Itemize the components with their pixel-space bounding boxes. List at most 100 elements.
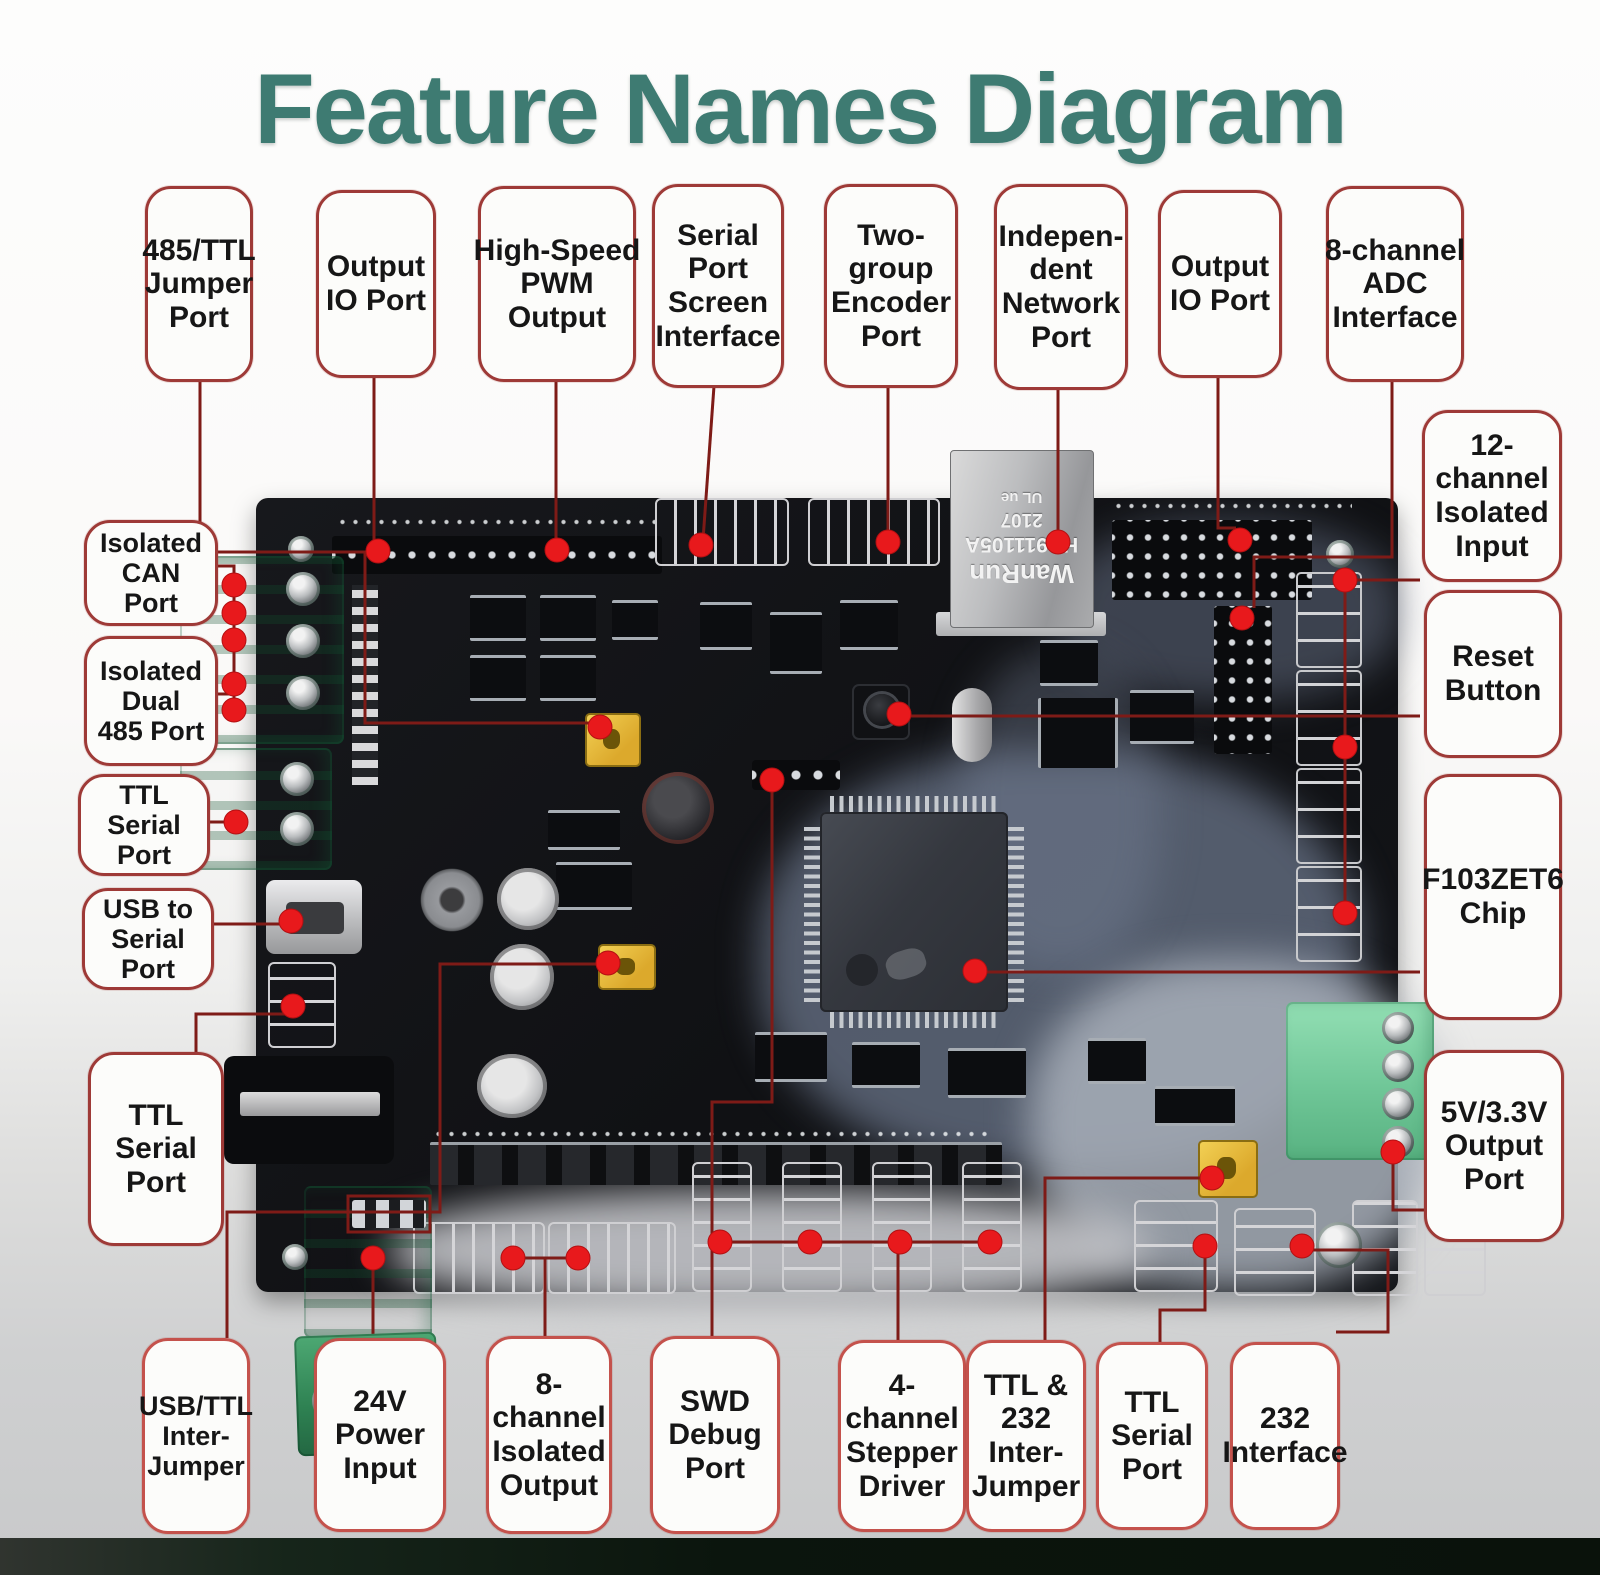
interface-chip [852, 1042, 920, 1088]
label-text: USB/TTL Inter- Jumper [139, 1390, 253, 1482]
isolated-input-connector-3 [1296, 768, 1362, 864]
terminal-screw [286, 676, 320, 710]
232-jst-1 [1352, 1200, 1418, 1296]
label-isolated-dual-485-port: Isolated Dual 485 Port [84, 636, 218, 766]
terminal-screw [1382, 1088, 1414, 1120]
terminal-screw [1382, 1050, 1414, 1082]
label-ttl-serial-port-upper: TTL Serial Port [78, 774, 210, 876]
label-ttl-serial-port-bottom: TTL Serial Port [1096, 1342, 1208, 1530]
stepper-jst-2 [782, 1162, 842, 1292]
label-text: TTL & 232 Inter- Jumper [971, 1368, 1081, 1503]
label-text: Isolated CAN Port [99, 527, 203, 619]
label-485-ttl-jumper-port: 485/TTL Jumper Port [142, 186, 256, 382]
label-reset-button: Reset Button [1424, 590, 1562, 758]
label-text: SWD Debug Port [668, 1384, 762, 1485]
terminal-screw [286, 572, 320, 606]
silkscreen-row [336, 516, 658, 529]
label-usb-to-serial-port: USB to Serial Port [82, 888, 214, 990]
interface-chip [755, 1032, 827, 1082]
mounting-screw [1326, 540, 1354, 568]
label-text: Output IO Port [1169, 250, 1270, 317]
label-text: Output IO Port [325, 250, 426, 317]
label-text: 5V/3.3V Output Port [1440, 1095, 1548, 1196]
driver-chip [840, 600, 898, 650]
ttl-232-jumper-component [1198, 1140, 1258, 1198]
serial-screen-jst-connector [655, 498, 789, 566]
label-232-interface: 232 Interface [1222, 1342, 1348, 1530]
isolated-output-jst-1 [413, 1222, 545, 1294]
bottom-border-bar [0, 1538, 1600, 1575]
jack-cert-mark: UL ue [1001, 489, 1043, 506]
label-4-channel-stepper-driver: 4- channel Stepper Driver [838, 1340, 966, 1532]
terminal-screw [1382, 1012, 1414, 1044]
isolated-output-jst-2 [548, 1222, 676, 1294]
jack-brand: WanRun [969, 559, 1075, 589]
power-inductor [420, 868, 484, 932]
io-pin-header-top [332, 536, 662, 574]
mounting-screw [282, 1244, 308, 1270]
resistor-network-column [352, 585, 378, 785]
stepper-jst-1 [692, 1162, 752, 1292]
regulator-chip [556, 862, 632, 910]
label-text: 12- channel Isolated Input [1435, 428, 1549, 563]
label-text: Two- group Encoder Port [830, 218, 952, 353]
label-8-channel-adc-interface: 8-channel ADC Interface [1324, 186, 1466, 382]
label-8-channel-isolated-output: 8- channel Isolated Output [486, 1336, 612, 1534]
driver-chip [1040, 640, 1098, 686]
mcu-pins-top [830, 796, 998, 813]
regulator-chip [548, 810, 620, 850]
label-usb-ttl-inter-jumper: USB/TTL Inter- Jumper [139, 1338, 253, 1534]
mcu-chip [820, 812, 1008, 1012]
label-5v-3v3-output-port: 5V/3.3V Output Port [1424, 1050, 1564, 1242]
silkscreen-row [1112, 500, 1352, 513]
swd-debug-header [752, 760, 840, 790]
crystal-oscillator [952, 688, 992, 762]
label-text: F103ZET6 Chip [1422, 863, 1564, 930]
electrolytic-capacitor [642, 772, 714, 844]
interface-chip [1088, 1038, 1146, 1084]
label-ttl-232-inter-jumper: TTL & 232 Inter- Jumper [966, 1340, 1086, 1532]
driver-chip [770, 612, 822, 674]
485-ttl-jumper-component [585, 713, 641, 767]
label-output-io-port-right: Output IO Port [1158, 190, 1282, 378]
isolated-input-pin-header [1214, 606, 1272, 754]
jack-datecode: 2107 [1000, 509, 1044, 530]
ttl-serial-jst-bottom [1134, 1200, 1218, 1292]
optocoupler-chip [470, 595, 526, 641]
support-chip [1038, 698, 1118, 768]
label-text: TTL Serial Port [115, 1098, 197, 1199]
label-text: 8- channel Isolated Output [492, 1367, 606, 1502]
label-24v-power-input: 24V Power Input [314, 1338, 446, 1532]
label-text: 4- channel Stepper Driver [845, 1368, 959, 1503]
label-text: Serial Port Screen Interface [655, 218, 781, 353]
optocoupler-chip [470, 655, 526, 701]
top-border-bar [0, 0, 1600, 34]
electrolytic-capacitor [477, 1054, 547, 1118]
reset-button-cap [866, 694, 898, 726]
label-text: 8-channel ADC Interface [1324, 233, 1466, 334]
driver-chip [700, 602, 752, 650]
ethernet-jack-marking: WanRun HR911105A 2107 UL ue [965, 489, 1078, 589]
label-text: Indepen- dent Network Port [998, 219, 1124, 354]
support-chip [1130, 690, 1194, 744]
encoder-jst-connector [808, 498, 940, 566]
interface-chip [1155, 1086, 1235, 1126]
interface-chip [948, 1048, 1026, 1098]
serial-jst-bottom [1234, 1208, 1316, 1296]
page-title: Feature Names Diagram [254, 53, 1347, 164]
mounting-screw [288, 536, 314, 562]
mcu-pin1-dimple [846, 954, 878, 986]
isolated-input-connector-4 [1296, 866, 1362, 962]
isolated-input-connector-1 [1296, 572, 1362, 668]
ethernet-jack: WanRun HR911105A 2107 UL ue [950, 450, 1094, 628]
electrolytic-capacitor [497, 868, 559, 930]
optocoupler-chip [612, 600, 658, 640]
mcu-pins-bottom [830, 1011, 998, 1028]
label-swd-debug-port: SWD Debug Port [650, 1336, 780, 1534]
optocoupler-chip [540, 655, 596, 701]
mounting-screw [1316, 1222, 1362, 1268]
terminal-screw [280, 812, 314, 846]
terminal-screw [280, 762, 314, 796]
label-ttl-serial-port-lower: TTL Serial Port [88, 1052, 224, 1246]
